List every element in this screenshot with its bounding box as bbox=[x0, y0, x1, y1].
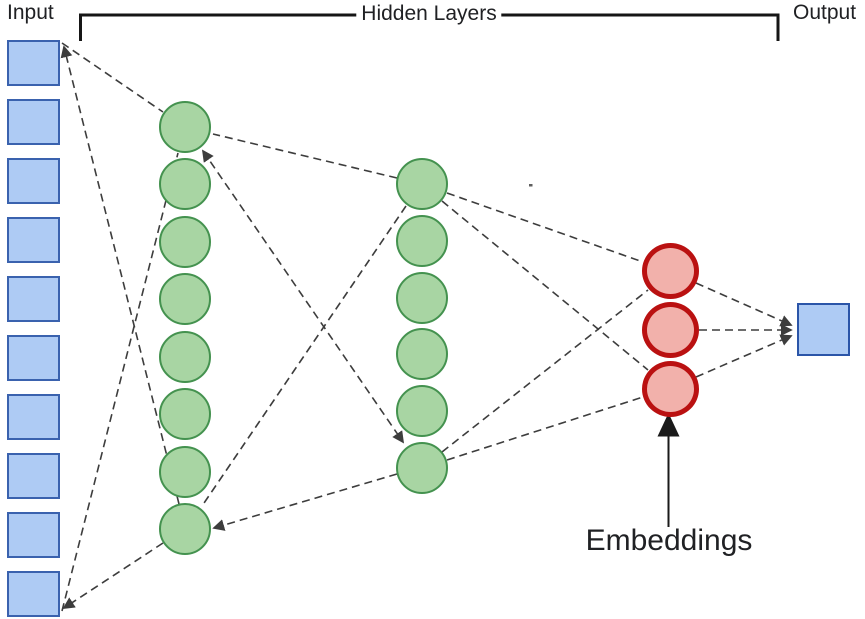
connector-line bbox=[61, 152, 179, 612]
hidden1-node bbox=[159, 101, 211, 153]
input-node bbox=[7, 394, 60, 440]
hidden1-node bbox=[159, 158, 211, 211]
input-node bbox=[7, 512, 60, 558]
embedding-layer bbox=[642, 243, 699, 417]
connector-line bbox=[441, 289, 649, 453]
connector-line bbox=[446, 192, 644, 263]
hidden1-node bbox=[159, 502, 211, 555]
input-node bbox=[7, 217, 60, 263]
hidden1-node bbox=[159, 215, 211, 268]
input-node bbox=[7, 99, 60, 145]
input-node bbox=[7, 158, 60, 204]
connector-line bbox=[441, 200, 649, 371]
embedding-node bbox=[642, 302, 699, 358]
input-layer bbox=[7, 40, 60, 617]
hidden1-node bbox=[159, 273, 211, 326]
hidden1-node bbox=[159, 388, 211, 441]
hidden1-node bbox=[159, 330, 211, 383]
hidden1-node bbox=[159, 445, 211, 498]
input-node bbox=[7, 335, 60, 381]
embeddings-arrow bbox=[657, 413, 680, 527]
connector-line bbox=[201, 205, 407, 507]
connector-line bbox=[62, 542, 164, 609]
hidden-layer-1 bbox=[159, 101, 211, 555]
embeddings-label: Embeddings bbox=[585, 524, 753, 557]
connector-line bbox=[201, 149, 405, 444]
input-node bbox=[7, 40, 60, 86]
hidden2-node bbox=[396, 214, 448, 267]
input-node bbox=[7, 276, 60, 322]
connector-line bbox=[446, 396, 644, 461]
connector-line bbox=[212, 473, 398, 531]
connector-line bbox=[695, 334, 793, 378]
input-label: Input bbox=[7, 1, 54, 24]
hidden2-node bbox=[396, 158, 448, 210]
connector-line bbox=[60, 45, 180, 505]
connector-line bbox=[695, 282, 793, 327]
connector-line bbox=[212, 133, 398, 179]
hidden-layer-2 bbox=[396, 158, 448, 494]
hidden2-node bbox=[396, 328, 448, 381]
hidden2-node bbox=[396, 271, 448, 324]
input-node bbox=[7, 453, 60, 499]
hidden2-node bbox=[396, 385, 448, 438]
embedding-node bbox=[642, 361, 699, 417]
input-node bbox=[7, 571, 60, 617]
hidden-layers-label: Hidden Layers bbox=[356, 2, 502, 26]
connector-line bbox=[61, 42, 164, 113]
output-node bbox=[797, 303, 850, 356]
output-label: Output bbox=[793, 1, 857, 24]
embedding-node bbox=[642, 243, 699, 299]
hidden2-node bbox=[396, 441, 448, 494]
stray-mark bbox=[529, 184, 533, 187]
